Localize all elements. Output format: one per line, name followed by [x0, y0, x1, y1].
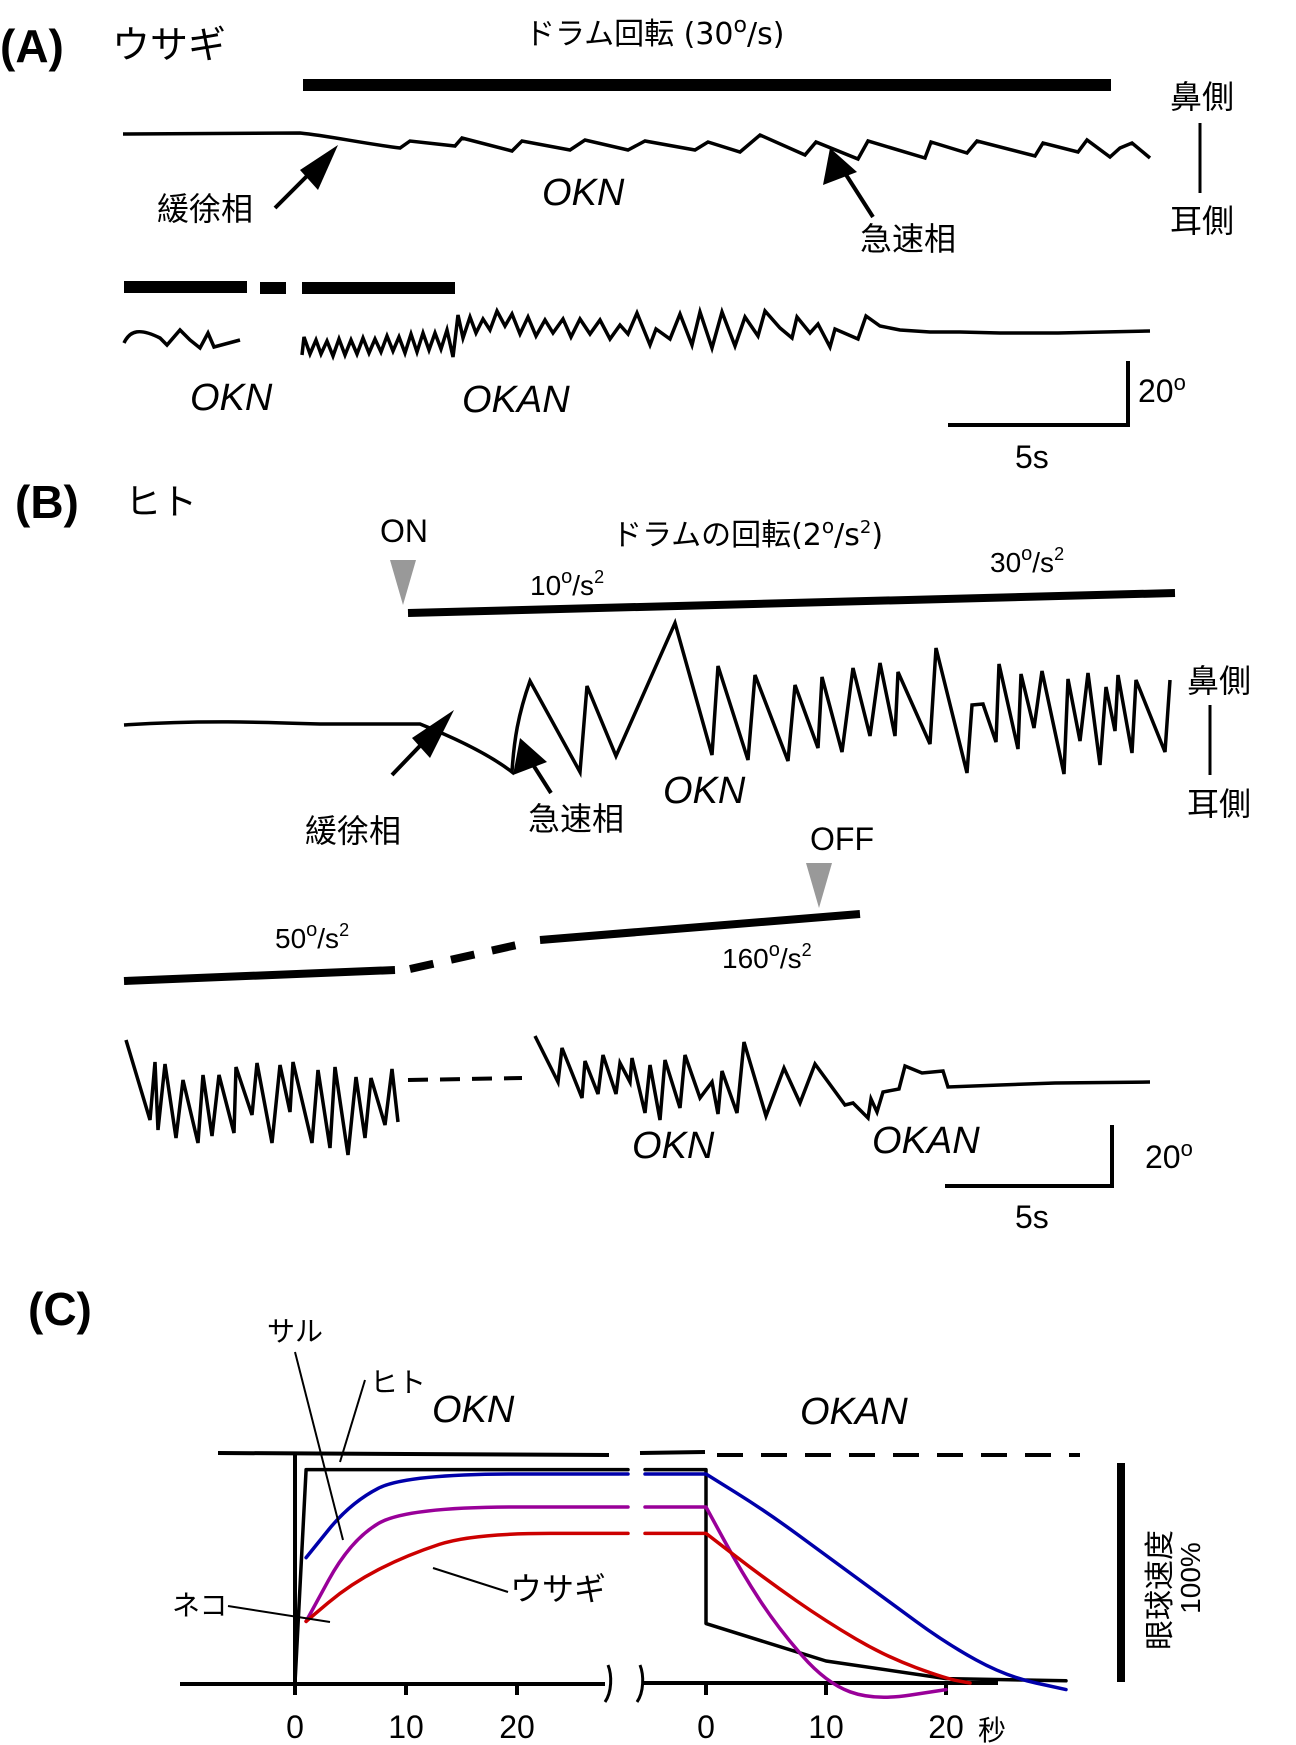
legend-rabbit: ウサギ: [510, 1570, 606, 1608]
okn-trace-a2: [122, 327, 241, 351]
okn-label-a1: OKN: [542, 172, 625, 214]
axis-break-left: [603, 1664, 613, 1703]
okan-tick-label: 0: [697, 1709, 715, 1745]
okan-tick-label: 10: [808, 1709, 844, 1745]
okn-label-b1: OKN: [663, 770, 746, 812]
panel-c-label: (C): [28, 1283, 92, 1335]
legend-cat: ネコ: [172, 1589, 227, 1622]
fast-phase-label-a: 急速相: [860, 220, 956, 258]
nasal-label-a: 鼻側: [1170, 78, 1234, 116]
leader-rabbit: [432, 1567, 509, 1593]
okan-label-b: OKAN: [872, 1120, 980, 1162]
panel-b: (B) ヒト ON ドラムの回転(2o/s2) 10o/s2 30o/s2 緩徐…: [15, 476, 1251, 1235]
fast-phase-arrow-a: [841, 168, 875, 219]
accel-label-50: 50o/s2: [275, 919, 349, 954]
fast-phase-arrowhead-a: [823, 148, 857, 185]
panel-b-drum-label: ドラムの回転(2o/s2): [612, 514, 883, 553]
accel-label-30: 30o/s2: [990, 543, 1064, 578]
panel-a-drum-label: ドラム回転 (30o/s): [525, 13, 784, 52]
okn-100-line: [217, 1451, 610, 1457]
x-unit-label: 秒: [978, 1714, 1006, 1745]
okn-tick-label: 0: [286, 1709, 304, 1745]
panel-a-label: (A): [0, 20, 64, 72]
fast-phase-label-b: 急速相: [528, 800, 624, 838]
legend-human: ヒト: [370, 1366, 426, 1399]
on-marker-icon: [390, 560, 416, 605]
off-label: OFF: [810, 821, 874, 857]
degree-scale-label-a: 20o: [1138, 370, 1186, 409]
okn-label-a2: OKN: [190, 377, 273, 419]
okn-trace-a1: [122, 131, 1152, 162]
y-axis-scale: 100%: [1175, 1542, 1206, 1614]
accel-label-10: 10o/s2: [530, 566, 604, 601]
okn-trace-b2-cont: [533, 1035, 1151, 1122]
okan-curve-rabbit: [643, 1531, 972, 1685]
leader-human: [339, 1379, 366, 1463]
y-axis-label: 眼球速度: [1143, 1530, 1178, 1650]
on-label: ON: [380, 513, 428, 549]
okn-title: OKN: [432, 1389, 515, 1431]
accel-label-160: 160o/s2: [722, 939, 812, 974]
slow-phase-arrowhead-b: [412, 710, 454, 758]
okan-trace-a: [300, 305, 1151, 361]
leader-monkey: [294, 1351, 344, 1541]
drum-accel-bar-b2-seg2: [539, 910, 861, 944]
okan-100-line-solid: [639, 1450, 706, 1455]
okan-tick-label: 20: [928, 1709, 964, 1745]
temporal-label-b: 耳側: [1187, 785, 1251, 823]
axis-break-right: [635, 1664, 645, 1703]
okn-trace-b2: [124, 1039, 400, 1156]
drum-bar-a2-seg3: [302, 282, 455, 294]
panel-b-label: (B): [15, 476, 79, 528]
leader-cat: [227, 1605, 331, 1623]
fast-phase-arrowhead-b: [513, 738, 547, 775]
okan-label-a: OKAN: [462, 379, 570, 421]
degree-scale-label-b: 20o: [1145, 1136, 1193, 1175]
nasal-label-b: 鼻側: [1187, 662, 1251, 700]
panel-a-species: ウサギ: [112, 23, 226, 67]
series-curves: [293, 1455, 1068, 1699]
okn-curve-monkey: [304, 1472, 630, 1560]
okn-trace-b2-gap: [407, 1076, 523, 1082]
drum-bar-a2-seg2: [260, 282, 286, 294]
okn-trace-b1: [123, 617, 1172, 778]
time-scale-label-a: 5s: [1015, 439, 1049, 475]
drum-rotation-bar: [303, 79, 1111, 91]
okn-curve-rabbit: [304, 1531, 630, 1624]
okn-tick-label: 10: [388, 1709, 424, 1745]
off-marker-icon: [806, 863, 832, 908]
drum-accel-bar-b1: [407, 589, 1176, 617]
drum-accel-bar-b2-seg1: [123, 966, 396, 985]
panel-a: (A) ウサギ ドラム回転 (30o/s) 緩徐相 急速相 OKN 鼻側 耳側 …: [0, 13, 1234, 475]
time-scale-label-b: 5s: [1015, 1199, 1049, 1235]
drum-accel-bar-b2-dashed: [409, 938, 531, 973]
okn-curve-cat: [304, 1505, 630, 1624]
temporal-label-a: 耳側: [1170, 202, 1234, 240]
drum-bar-a2-seg1: [124, 281, 247, 293]
panel-b-species: ヒト: [125, 482, 197, 523]
okan-curve-human: [643, 1467, 1068, 1683]
okn-curve-human: [293, 1467, 630, 1685]
okan-title: OKAN: [800, 1391, 908, 1433]
slow-phase-label-b: 緩徐相: [305, 812, 401, 850]
okn-label-b2: OKN: [632, 1125, 715, 1167]
slow-phase-label-a: 緩徐相: [157, 190, 253, 228]
x-tick-labels: 0 10 20 0 10 20: [286, 1709, 964, 1745]
okan-curve-cat: [643, 1505, 948, 1699]
legend-monkey: サル: [267, 1315, 323, 1348]
slow-phase-arrowhead-a: [300, 145, 338, 190]
okan-curve-monkey: [643, 1472, 1068, 1692]
okn-tick-label: 20: [499, 1709, 535, 1745]
